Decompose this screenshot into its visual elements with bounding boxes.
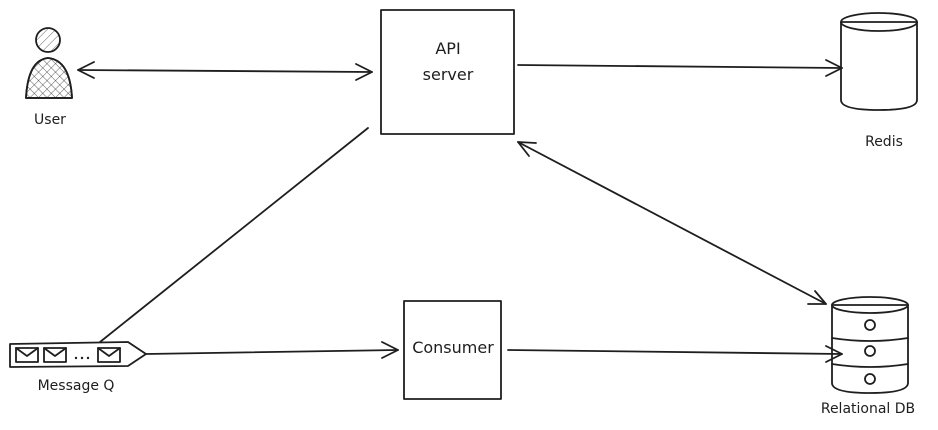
- edge-api-relationaldb: [517, 141, 827, 305]
- edge-user-api: [77, 61, 373, 81]
- edge-api-redis: [517, 59, 843, 77]
- relational-db-node: Relational DB: [821, 296, 915, 417]
- envelope-icon: [43, 347, 67, 363]
- message-queue-node: Message Q: [9, 341, 147, 394]
- api-server-label-line2: server: [423, 65, 474, 84]
- database-cylinder-icon: [840, 12, 918, 111]
- user-icon: [25, 27, 73, 99]
- relational-db-label: Relational DB: [821, 401, 915, 417]
- database-stack-icon: [831, 296, 909, 394]
- redis-node: Redis: [840, 12, 918, 150]
- message-queue-icon: [9, 341, 147, 368]
- message-queue-label: Message Q: [38, 378, 115, 394]
- consumer-node: Consumer: [403, 300, 502, 400]
- redis-label: Redis: [865, 134, 903, 150]
- edge-api-messageq: [99, 127, 369, 343]
- edge-consumer-relationaldb: [507, 345, 843, 363]
- api-server-label-line1: API: [435, 39, 460, 58]
- user-node: User: [25, 27, 73, 128]
- envelope-icon: [15, 347, 39, 363]
- user-label: User: [34, 112, 66, 128]
- api-server-node: API server: [380, 9, 515, 135]
- envelope-icon: [97, 347, 121, 363]
- edge-messageq-consumer: [145, 341, 399, 359]
- consumer-label: Consumer: [412, 338, 494, 357]
- ellipsis-icon: [74, 356, 90, 360]
